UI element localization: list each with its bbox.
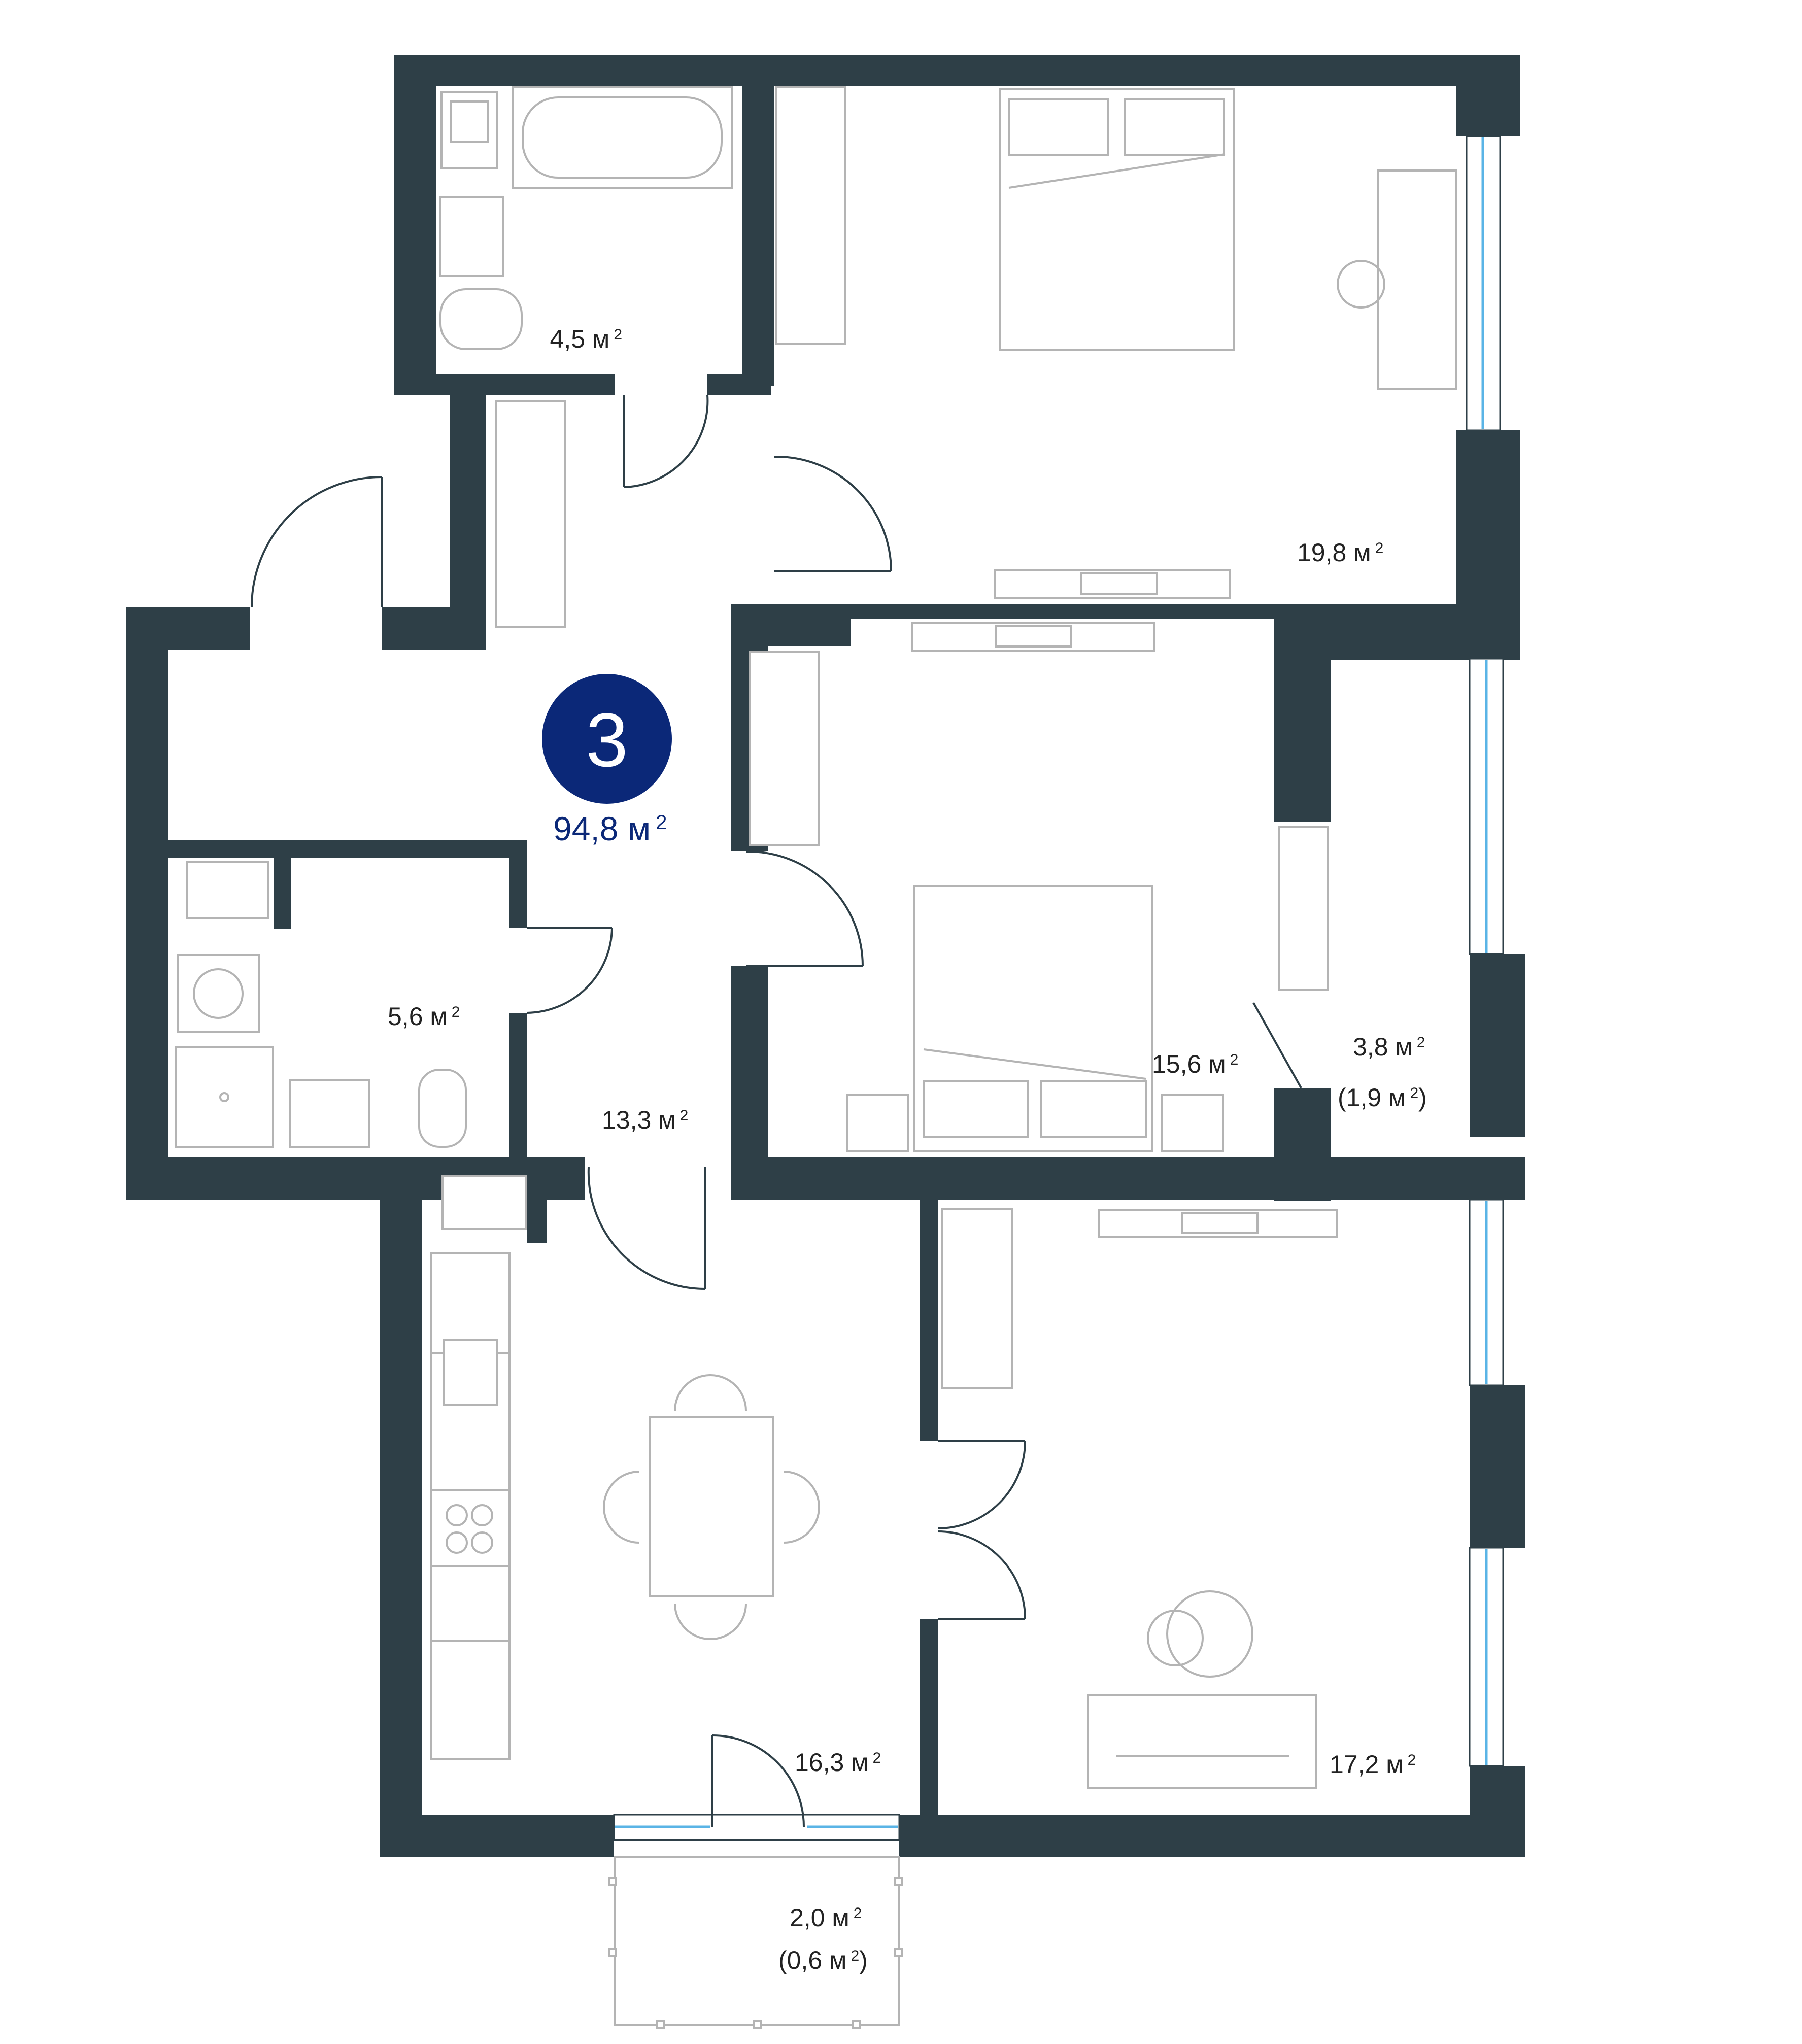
room-count: 3 [586, 697, 628, 782]
living-room-furniture [941, 1208, 1338, 1789]
laundry-fixtures [175, 861, 467, 1148]
doors [251, 394, 1302, 1827]
kitchen-furniture [430, 1175, 820, 1760]
bedroom-middle-furniture [749, 622, 1224, 1152]
hall-wardrobe [495, 400, 566, 628]
loggia-right-furniture [1278, 826, 1329, 991]
walls [126, 55, 1525, 1857]
balcony-outline [608, 1856, 903, 2029]
room-count-badge [542, 674, 672, 804]
bathroom-fixtures [439, 86, 733, 350]
bedroom-top-furniture [775, 86, 1457, 599]
windows [613, 135, 1504, 1841]
